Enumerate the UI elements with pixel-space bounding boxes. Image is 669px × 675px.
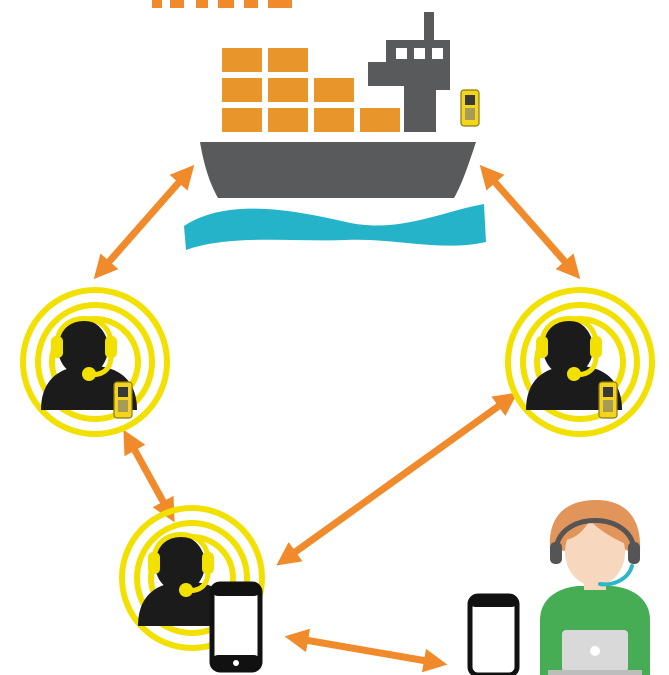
satellite-device-icon [598,381,618,419]
smartphone-icon [209,581,263,673]
recipient [467,500,650,675]
waves-icon [184,204,486,250]
arrow-left-bottom [123,429,175,523]
arrow-bottom-recipient [284,628,448,673]
station-bottom [119,505,265,651]
arrow-right-bottom [276,392,518,566]
station-left [20,287,170,437]
connection-arrows [93,164,581,673]
smartphone-icon [467,593,520,675]
ship-icon [184,12,486,250]
satellite-device-icon [113,381,133,419]
container-stack-icon [222,48,400,132]
arrow-ship-left [93,164,195,280]
agent-icon [540,500,650,675]
station-right [505,287,655,437]
satellite-device-icon [460,89,480,127]
laptop-icon [548,630,642,675]
arrow-ship-right [479,164,581,280]
title-fragment [152,0,292,8]
headset-icon [553,518,637,553]
